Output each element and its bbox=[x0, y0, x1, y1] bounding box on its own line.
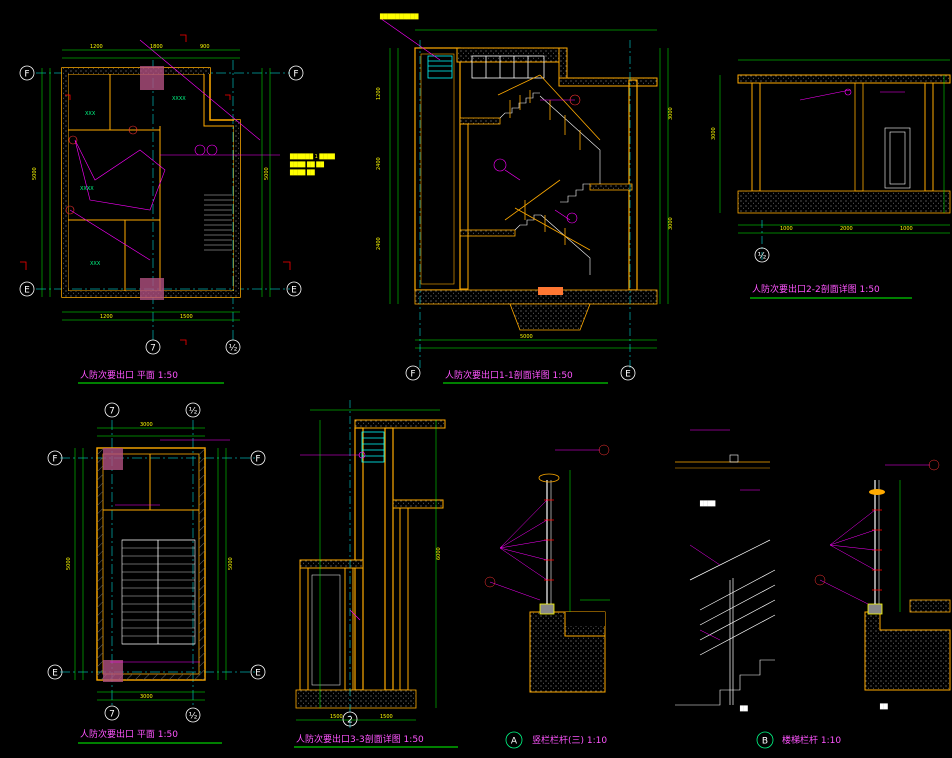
title-detail-a: 竖栏栏杆(三) 1:10 bbox=[532, 734, 607, 746]
axis-bubble-F-right: F bbox=[288, 65, 304, 81]
svg-text:1200: 1200 bbox=[100, 314, 113, 320]
svg-text:████ ██ ██: ████ ██ ██ bbox=[289, 161, 324, 168]
svg-text:2400: 2400 bbox=[376, 237, 382, 250]
svg-text:7: 7 bbox=[109, 407, 115, 417]
svg-text:E: E bbox=[291, 286, 297, 296]
svg-text:3000: 3000 bbox=[668, 217, 674, 230]
svg-text:3000: 3000 bbox=[711, 127, 717, 140]
axis-bubble-7-top: 7 bbox=[104, 402, 120, 418]
svg-text:████ ██: ████ ██ bbox=[289, 169, 315, 176]
axis-bubble-frac: ½ bbox=[225, 339, 241, 355]
svg-text:XXX: XXX bbox=[85, 111, 96, 117]
svg-text:1000: 1000 bbox=[780, 226, 793, 232]
axis-bubble-7: 7 bbox=[145, 339, 161, 355]
svg-text:2000: 2000 bbox=[840, 226, 853, 232]
detail-bubble-A: A bbox=[505, 731, 523, 749]
axis-bubble-E-right: E bbox=[286, 281, 302, 297]
svg-text:██████ 1 ████: ██████ 1 ████ bbox=[289, 153, 335, 160]
svg-text:5000: 5000 bbox=[66, 557, 72, 570]
svg-text:½: ½ bbox=[189, 407, 198, 417]
svg-text:1500: 1500 bbox=[380, 714, 393, 720]
axis-bubble-E-section: E bbox=[620, 365, 636, 381]
section-3-3: 1500 1500 6000 2 人防次要出口3-3剖面详图 1:50 bbox=[294, 400, 458, 748]
axis-bubble-F-plan2-left: F bbox=[47, 450, 63, 466]
svg-text:5000: 5000 bbox=[520, 334, 533, 340]
axis-bubble-7-bottom: 7 bbox=[104, 705, 120, 721]
detail-a: A 竖栏栏杆(三) 1:10 bbox=[484, 444, 610, 749]
svg-text:E: E bbox=[52, 669, 58, 679]
svg-text:3000: 3000 bbox=[140, 694, 153, 700]
svg-text:2400: 2400 bbox=[376, 157, 382, 170]
plan-top-left: XXXX XXX XXXX XXX ██████ 1 ████ ████ ██ … bbox=[19, 34, 335, 384]
axis-bubble-frac-top: ½ bbox=[185, 402, 201, 418]
detail-bubble-B: B bbox=[756, 731, 774, 749]
axis-bubble-E-plan2-right: E bbox=[250, 664, 266, 680]
svg-text:F: F bbox=[255, 455, 260, 465]
axis-bubble-E-left: E bbox=[19, 281, 35, 297]
axis-bubble-F-section: F bbox=[405, 365, 421, 381]
axis-bubble-F-plan2-right: F bbox=[250, 450, 266, 466]
svg-text:1200: 1200 bbox=[90, 44, 103, 50]
svg-text:XXXX: XXXX bbox=[172, 96, 186, 102]
svg-text:1500: 1500 bbox=[330, 714, 343, 720]
detail-b: ████ ██ B 楼梯栏杆 1:10 bbox=[675, 429, 841, 749]
svg-text:7: 7 bbox=[150, 344, 156, 354]
detail-c: ██ bbox=[814, 459, 951, 710]
svg-text:5000: 5000 bbox=[32, 167, 38, 180]
svg-text:5000: 5000 bbox=[264, 167, 270, 180]
title-section-2-2: 人防次要出口2-2剖面详图 1:50 bbox=[752, 283, 880, 295]
title-section-1-1: 人防次要出口1-1剖面详图 1:50 bbox=[445, 369, 573, 381]
svg-text:½: ½ bbox=[229, 344, 238, 354]
svg-text:7: 7 bbox=[109, 710, 115, 720]
svg-text:1200: 1200 bbox=[376, 87, 382, 100]
section-1-1: ██████████ 1200 2400 2400 3000 3000 5000… bbox=[376, 13, 674, 384]
svg-text:XXX: XXX bbox=[90, 261, 101, 267]
axis-bubble-frac-bottom: ½ bbox=[185, 707, 201, 723]
svg-text:1000: 1000 bbox=[900, 226, 913, 232]
svg-text:██████████: ██████████ bbox=[379, 13, 419, 20]
axis-bubble-2: 2 bbox=[342, 711, 358, 727]
svg-text:6000: 6000 bbox=[436, 547, 442, 560]
svg-text:E: E bbox=[625, 370, 631, 380]
svg-text:900: 900 bbox=[200, 44, 210, 50]
svg-text:XXXX: XXXX bbox=[80, 186, 94, 192]
svg-text:F: F bbox=[52, 455, 57, 465]
axis-bubble-frac-2: ½ bbox=[754, 247, 770, 263]
svg-text:2: 2 bbox=[347, 716, 353, 726]
axis-bubble-E-plan2-left: E bbox=[47, 664, 63, 680]
svg-text:3000: 3000 bbox=[140, 422, 153, 428]
plan-bottom-left: 3000 3000 5000 5000 7 ½ 7 ½ F F bbox=[47, 402, 266, 744]
section-2-2: 1000 2000 1000 3000 ½ 人防次要出口2-2剖面详图 1:50 bbox=[711, 59, 951, 299]
svg-text:½: ½ bbox=[189, 712, 198, 722]
axis-bubble-F-left: F bbox=[19, 65, 35, 81]
svg-text:F: F bbox=[293, 70, 298, 80]
svg-text:E: E bbox=[24, 286, 30, 296]
svg-text:½: ½ bbox=[758, 252, 767, 262]
svg-text:B: B bbox=[762, 737, 768, 747]
svg-text:██: ██ bbox=[879, 703, 888, 710]
svg-text:E: E bbox=[255, 669, 261, 679]
svg-text:5000: 5000 bbox=[228, 557, 234, 570]
title-plan-1: 人防次要出口 平面 1:50 bbox=[80, 369, 178, 381]
svg-text:F: F bbox=[24, 70, 29, 80]
svg-text:██: ██ bbox=[739, 705, 748, 712]
title-plan-2: 人防次要出口 平面 1:50 bbox=[80, 728, 178, 740]
svg-text:3000: 3000 bbox=[668, 107, 674, 120]
title-detail-b: 楼梯栏杆 1:10 bbox=[782, 734, 841, 746]
title-section-3-3: 人防次要出口3-3剖面详图 1:50 bbox=[296, 733, 424, 745]
svg-text:F: F bbox=[410, 370, 415, 380]
svg-text:1800: 1800 bbox=[150, 44, 163, 50]
svg-text:A: A bbox=[511, 737, 518, 747]
svg-text:1500: 1500 bbox=[180, 314, 193, 320]
svg-text:████: ████ bbox=[699, 500, 716, 507]
